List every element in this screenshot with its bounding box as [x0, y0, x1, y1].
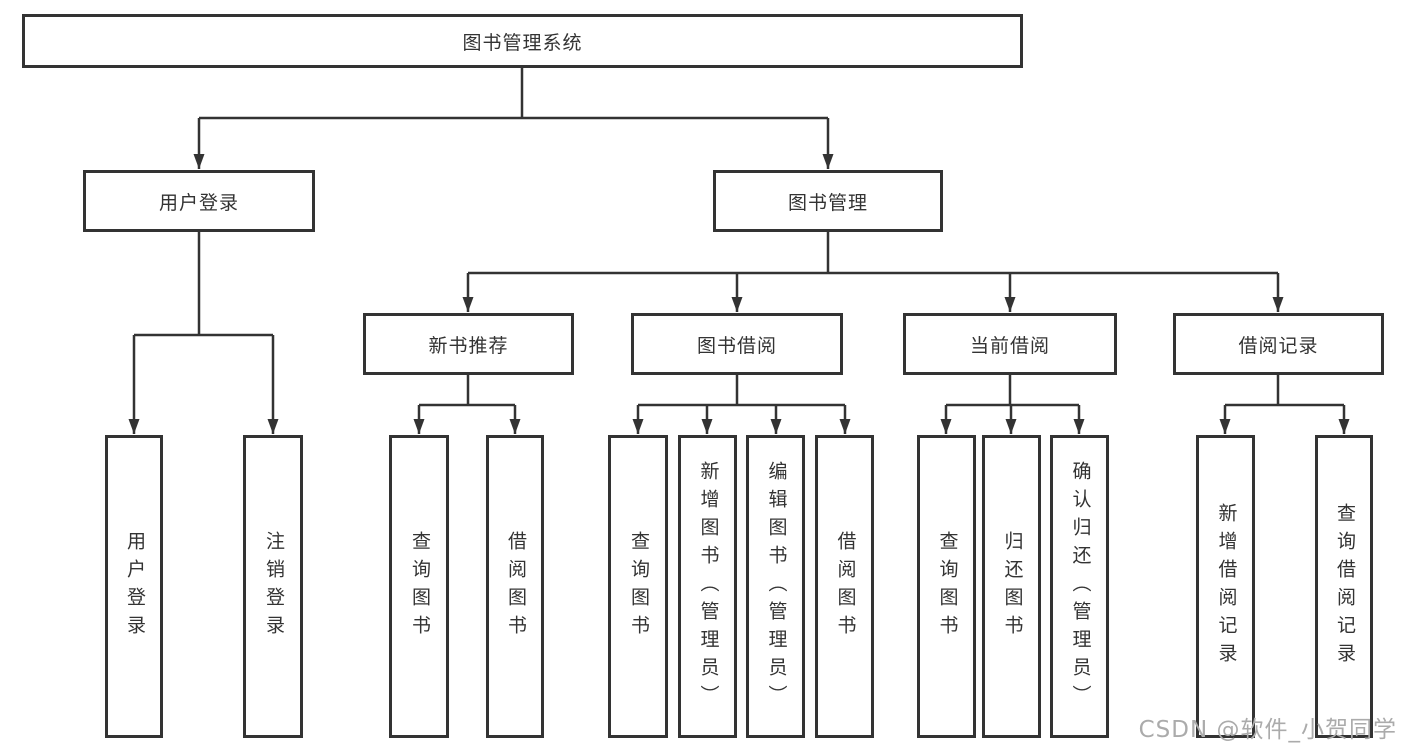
- leaf-query-books-2-label: 查询图书: [627, 530, 650, 643]
- node-borrowing-records-label: 借阅记录: [1238, 334, 1319, 357]
- node-current-borrowing: 当前借阅: [903, 313, 1117, 375]
- node-new-book-recommendation: 新书推荐: [363, 313, 574, 375]
- leaf-user-login-label: 用户登录: [123, 530, 146, 643]
- leaf-confirm-return-admin: 确认归还（管理员）: [1050, 435, 1109, 738]
- leaf-query-borrow-record-label: 查询借阅记录: [1333, 502, 1356, 671]
- leaf-query-books-1: 查询图书: [389, 435, 449, 738]
- leaf-query-books-1-label: 查询图书: [408, 530, 431, 643]
- leaf-add-borrow-record-label: 新增借阅记录: [1215, 502, 1238, 671]
- leaf-borrow-books-1-label: 借阅图书: [504, 530, 527, 643]
- leaf-add-books-admin-label: 新增图书（管理员）: [697, 460, 720, 713]
- leaf-return-books: 归还图书: [982, 435, 1041, 738]
- leaf-query-books-3-label: 查询图书: [936, 530, 959, 643]
- node-library-management-system-label: 图书管理系统: [462, 31, 583, 54]
- node-borrowing-records: 借阅记录: [1173, 313, 1384, 375]
- leaf-logout-label: 注销登录: [262, 530, 285, 643]
- node-current-borrowing-label: 当前借阅: [969, 334, 1050, 357]
- leaf-edit-books-admin: 编辑图书（管理员）: [746, 435, 805, 738]
- leaf-borrow-books-2: 借阅图书: [815, 435, 874, 738]
- leaf-borrow-books-2-label: 借阅图书: [834, 530, 857, 643]
- leaf-user-login: 用户登录: [105, 435, 163, 738]
- node-library-management-system: 图书管理系统: [22, 14, 1023, 68]
- csdn-watermark: CSDN @软件_小贺同学: [1138, 717, 1397, 743]
- leaf-borrow-books-1: 借阅图书: [486, 435, 544, 738]
- leaf-logout: 注销登录: [243, 435, 303, 738]
- node-book-borrowing: 图书借阅: [631, 313, 843, 375]
- node-book-borrowing-label: 图书借阅: [696, 334, 777, 357]
- node-book-management: 图书管理: [713, 170, 943, 232]
- node-user-login-label: 用户登录: [158, 191, 239, 214]
- leaf-return-books-label: 归还图书: [1001, 530, 1024, 643]
- leaf-query-borrow-record: 查询借阅记录: [1315, 435, 1373, 738]
- leaf-confirm-return-admin-label: 确认归还（管理员）: [1069, 460, 1092, 713]
- node-user-login: 用户登录: [83, 170, 315, 232]
- leaf-query-books-3: 查询图书: [917, 435, 976, 738]
- leaf-add-borrow-record: 新增借阅记录: [1196, 435, 1255, 738]
- node-new-book-recommendation-label: 新书推荐: [428, 334, 509, 357]
- leaf-edit-books-admin-label: 编辑图书（管理员）: [765, 460, 788, 713]
- leaf-query-books-2: 查询图书: [608, 435, 668, 738]
- node-book-management-label: 图书管理: [787, 191, 868, 214]
- leaf-add-books-admin: 新增图书（管理员）: [678, 435, 737, 738]
